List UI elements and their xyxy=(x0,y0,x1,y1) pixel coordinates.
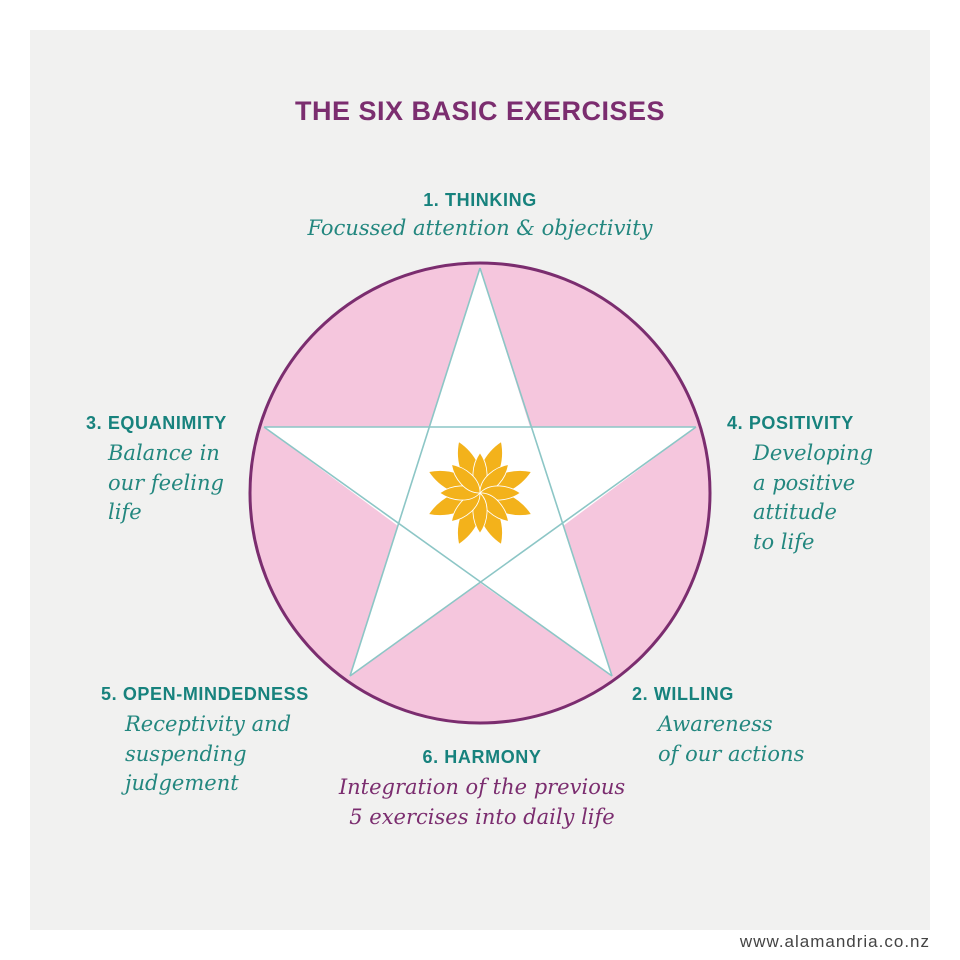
star-lines xyxy=(263,267,697,677)
exercise-heading: 4. POSITIVITY xyxy=(727,413,854,433)
exercise-description: Focussed attention & objectivity xyxy=(307,216,653,240)
exercise-equanimity: 3. EQUANIMITY Balance in our feeling lif… xyxy=(86,413,227,528)
exercise-description: Awareness of our actions xyxy=(658,712,805,766)
exercise-description: Balance in our feeling life xyxy=(108,441,224,524)
exercise-heading: 1. THINKING xyxy=(423,190,537,210)
exercise-heading: 3. EQUANIMITY xyxy=(86,413,227,433)
exercise-description: Integration of the previous 5 exercises … xyxy=(338,775,626,829)
flower-petal xyxy=(450,463,481,494)
exercise-harmony: 6. HARMONY Integration of the previous 5… xyxy=(282,747,682,832)
exercise-positivity: 4. POSITIVITY Developing a positive atti… xyxy=(727,413,873,557)
lotus-flower-icon xyxy=(427,440,533,546)
page-title: THE SIX BASIC EXERCISES xyxy=(294,96,666,126)
exercise-thinking: 1. THINKING Focussed attention & objecti… xyxy=(230,190,730,244)
website-url: www.alamandria.co.nz xyxy=(739,932,930,951)
exercise-description: Receptivity and suspending judgement xyxy=(125,712,292,795)
exercise-heading: 6. HARMONY xyxy=(422,747,542,767)
exercise-open-mindedness: 5. OPEN-MINDEDNESS Receptivity and suspe… xyxy=(101,684,309,799)
exercise-heading: 2. WILLING xyxy=(632,684,734,704)
exercise-description: Developing a positive attitude to life xyxy=(753,441,874,554)
exercise-heading: 5. OPEN-MINDEDNESS xyxy=(101,684,309,704)
exercise-willing: 2. WILLING Awareness of our actions xyxy=(632,684,804,769)
